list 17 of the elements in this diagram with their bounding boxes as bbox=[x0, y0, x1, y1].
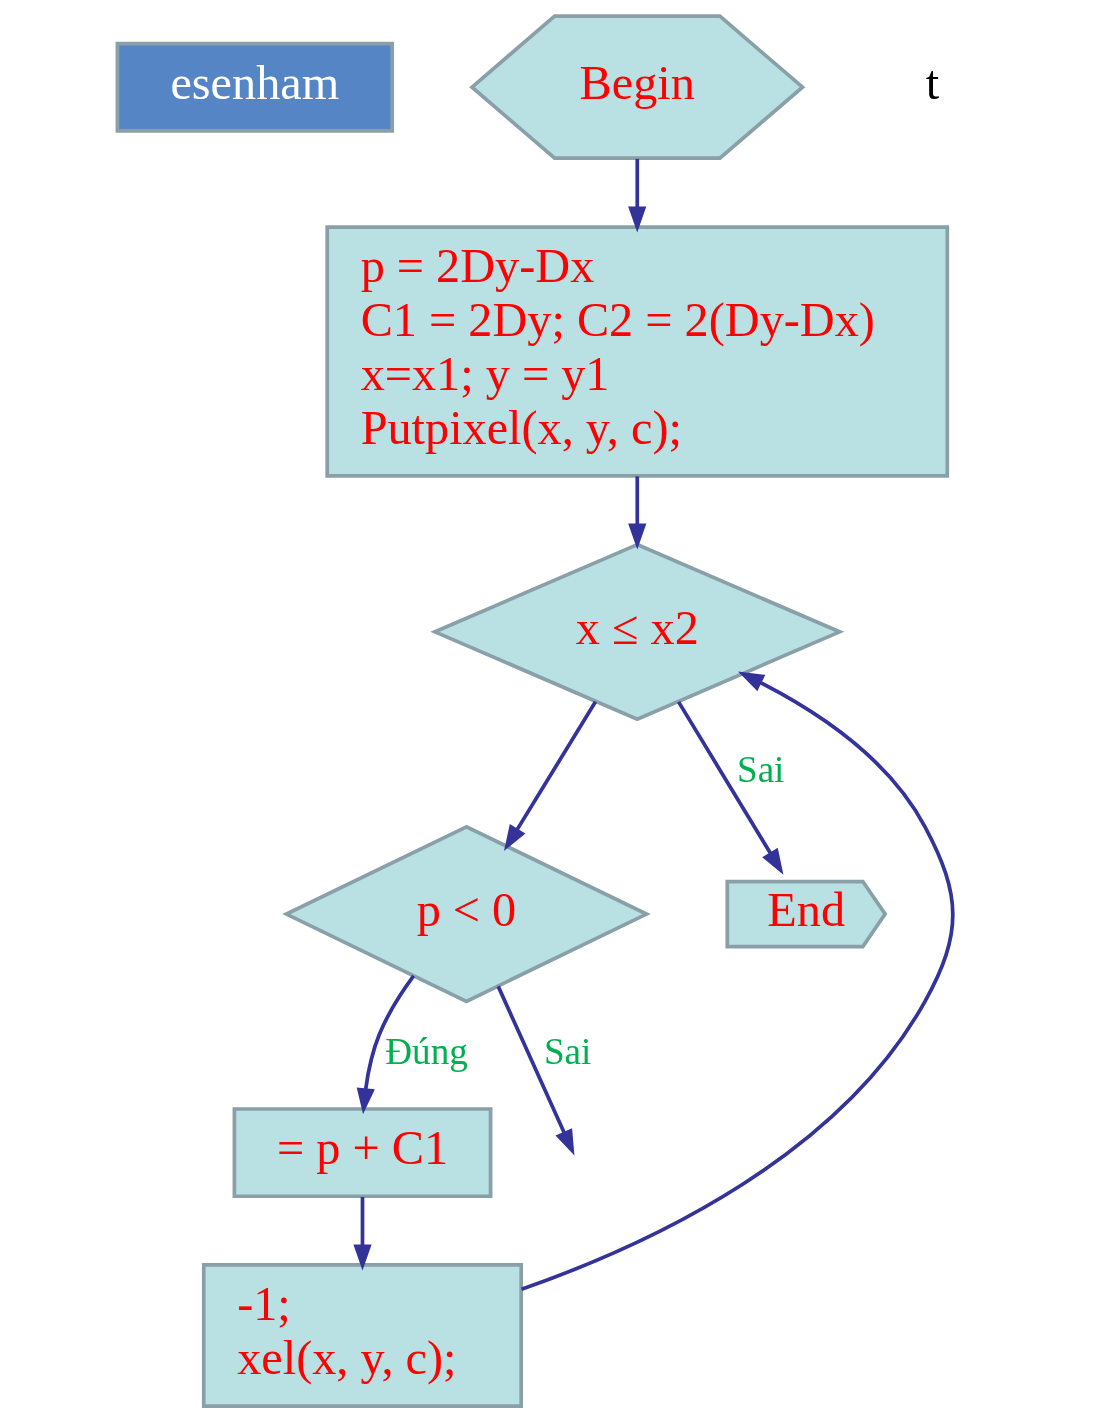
label: t bbox=[925, 55, 939, 109]
edge-label: Sai bbox=[543, 1031, 591, 1073]
arrow bbox=[503, 700, 597, 851]
arrow bbox=[627, 476, 646, 550]
node-box: = p + C1 bbox=[232, 1107, 492, 1199]
edge-label: Đúng bbox=[384, 1031, 468, 1073]
arrow bbox=[627, 158, 646, 233]
arrow bbox=[676, 700, 783, 875]
node-diamond: x ≤ x2 bbox=[429, 542, 844, 722]
node-box: esenham bbox=[115, 41, 394, 133]
node-box: -1; xel(x, y, c); bbox=[201, 1263, 523, 1408]
arrow bbox=[356, 974, 415, 1115]
arrow bbox=[352, 1196, 372, 1271]
arrow bbox=[520, 671, 955, 1291]
node-box: p = 2Dy-Dx C1 = 2Dy; C2 = 2(Dy-Dx) x=x1; y = y1 Putpixel(x, y, c); bbox=[324, 225, 949, 478]
edge-label: Sai bbox=[736, 749, 784, 791]
arrow bbox=[496, 985, 574, 1156]
